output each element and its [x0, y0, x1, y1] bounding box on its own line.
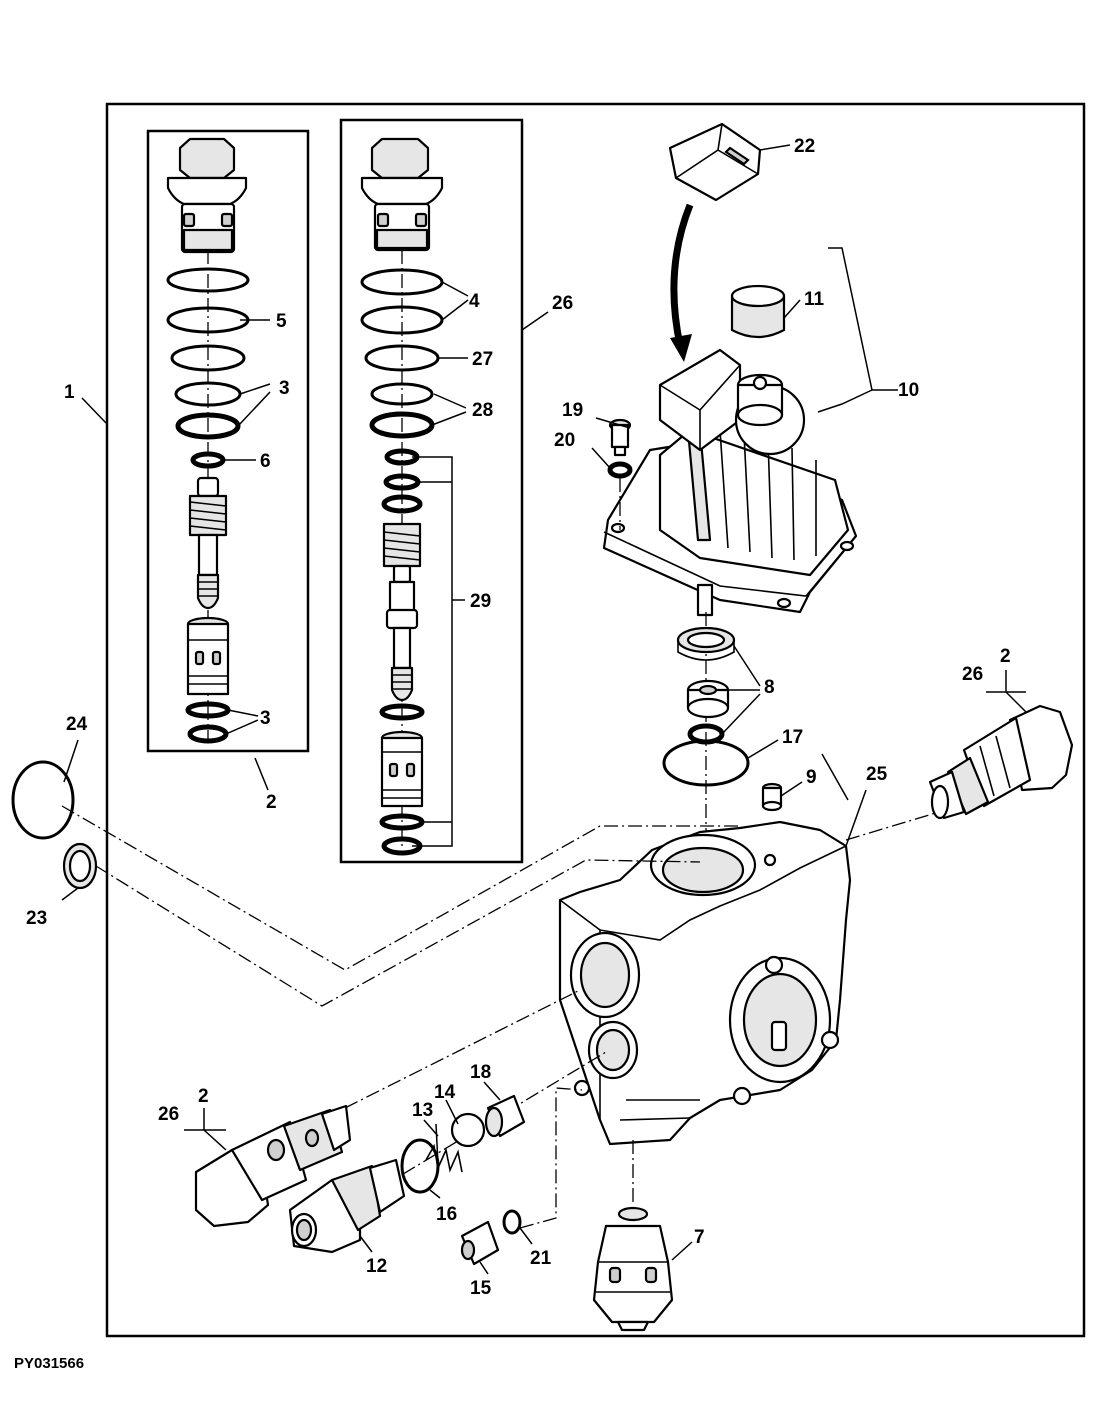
seal-ring-icon: [502, 1209, 522, 1235]
callout-2-bottom: 2: [198, 1086, 209, 1107]
backup-ring-icon: [170, 344, 246, 372]
callout-8: 8: [764, 677, 775, 698]
o-ring-icon: [166, 267, 250, 293]
callout-18: 18: [470, 1062, 491, 1083]
sleeve: [484, 1094, 526, 1138]
callout-3b: 3: [260, 708, 271, 729]
callout-13: 13: [412, 1100, 433, 1121]
callout-2-right: 2: [1000, 646, 1011, 667]
valve-cartridge-bottom: [194, 1104, 352, 1228]
callout-26-bottom: 26: [158, 1104, 179, 1125]
valve-cartridge-assembly-left: [166, 137, 250, 744]
outer-frame: [105, 102, 1086, 1338]
cover-cap: [668, 122, 762, 202]
callout-20: 20: [554, 430, 575, 451]
callout-21: 21: [530, 1248, 552, 1269]
plug: [761, 782, 783, 812]
callout-19: 19: [562, 400, 583, 421]
valve-cartridge-right: [928, 704, 1074, 820]
callout-14: 14: [434, 1082, 456, 1103]
callout-15: 15: [470, 1278, 492, 1299]
seal-ring-icon: [190, 451, 226, 469]
spring-icon: [425, 1143, 463, 1173]
callout-10: 10: [898, 380, 919, 401]
assembly-arrow-icon: [670, 203, 694, 346]
callout-26-a: 26: [552, 293, 573, 314]
o-ring-icon: [662, 739, 750, 787]
inset-box-middle: [339, 118, 524, 864]
callout-17: 17: [782, 727, 803, 748]
callout-24: 24: [66, 714, 88, 735]
valve-cartridge-assembly-middle: [360, 137, 444, 856]
callout-9: 9: [806, 767, 817, 788]
callout-1: 1: [64, 382, 75, 403]
callout-5: 5: [276, 311, 287, 332]
sensor-cap: [730, 284, 786, 339]
callout-23: 23: [26, 908, 47, 929]
figure-code: PY031566: [14, 1355, 84, 1372]
callout-12: 12: [366, 1256, 387, 1277]
seal-ring-icon: [62, 842, 98, 890]
check-valve-cartridge: [288, 1158, 406, 1254]
washer-icon: [607, 461, 633, 479]
o-ring-icon: [11, 760, 75, 840]
callout-6: 6: [260, 451, 271, 472]
callout-27: 27: [472, 349, 493, 370]
leader-lines: [61, 144, 1027, 1275]
callout-4: 4: [469, 291, 480, 312]
callout-29: 29: [470, 591, 491, 612]
callout-16: 16: [436, 1204, 457, 1225]
o-ring-icon: [370, 382, 434, 406]
solenoid-housing: [602, 348, 858, 617]
callout-28: 28: [472, 400, 493, 421]
callout-2-left: 2: [266, 792, 277, 813]
callout-25: 25: [866, 764, 888, 785]
callout-3a: 3: [279, 378, 290, 399]
callout-7: 7: [694, 1227, 705, 1248]
ball-icon: [450, 1112, 486, 1148]
relief-valve-cartridge: [592, 1206, 674, 1332]
callout-11: 11: [804, 289, 825, 310]
seal-kit: [676, 612, 736, 860]
callout-22: 22: [794, 136, 815, 157]
o-ring-icon: [400, 1138, 440, 1194]
inset-box-left: [146, 129, 310, 753]
orifice-plug: [460, 1220, 500, 1266]
callout-26-right: 26: [962, 664, 983, 685]
valve-housing: [558, 820, 852, 1146]
